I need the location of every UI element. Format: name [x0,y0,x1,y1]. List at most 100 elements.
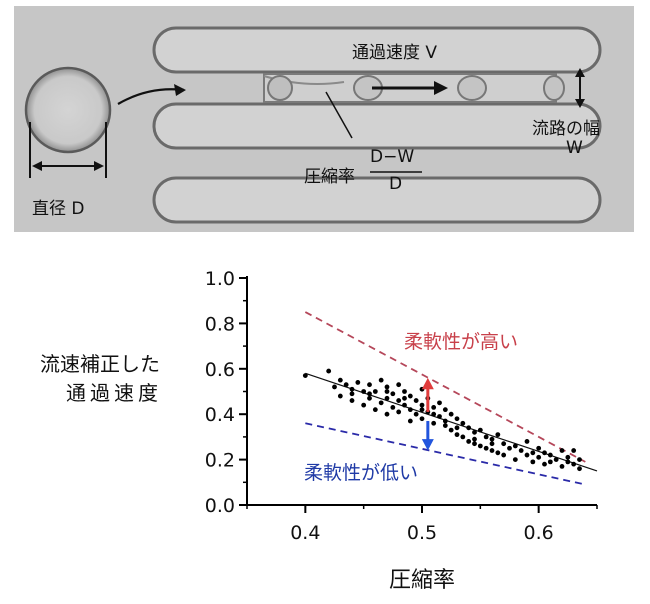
data-point [524,439,530,444]
data-point [372,407,378,413]
x-tick-label: 0.4 [290,522,320,544]
data-point [419,407,425,413]
data-point [489,448,495,453]
fit-line [305,372,598,472]
data-point [396,382,402,388]
data-point [431,411,437,417]
data-point [361,389,367,394]
data-point [530,450,536,456]
data-point [466,439,472,444]
low-flexibility-label: 柔軟性が低い [304,462,418,484]
velocity-label: 通過速度 V [352,43,438,63]
data-point [378,377,384,383]
data-point [396,409,402,415]
data-point [407,418,413,424]
channel-width-label: 流路の幅 [532,119,600,139]
data-point [472,441,477,447]
data-point [483,445,489,451]
compression-denominator: D [389,174,403,194]
y-tick-label: 0.2 [205,450,235,472]
data-point [495,450,501,456]
data-point [390,404,396,410]
data-point [349,398,355,403]
data-point [489,441,495,447]
x-tick-label: 0.5 [407,522,437,544]
data-point [384,384,390,390]
data-point [472,429,477,435]
y-tick-label: 0.8 [205,313,235,335]
data-point [407,393,413,399]
data-point [378,400,384,406]
y-axis-label-line1: 流速補正した [40,352,160,376]
data-point [402,402,407,408]
data-point [384,395,390,401]
x-tick-label: 0.6 [524,522,554,544]
data-point [460,420,466,426]
data-point [372,389,378,394]
upper-bound-line [304,311,586,463]
data-point [332,384,337,390]
data-point [524,452,530,458]
data-point [477,427,483,433]
data-point [577,457,582,462]
data-point [326,368,332,374]
data-point [565,454,571,460]
data-point [431,404,437,410]
data-point [454,425,460,431]
data-point [454,432,460,438]
data-point [343,382,349,388]
micrograph-panel: 通過速度 V 流路の幅 W 圧縮率 D−W D 直径 D [14,6,634,232]
y-tick-label: 0.0 [205,495,235,517]
data-point [501,452,507,458]
data-point [512,457,518,462]
data-point [442,407,448,413]
data-point [437,414,442,419]
data-point [489,436,495,442]
data-point [518,448,524,453]
data-point [402,389,407,394]
data-point [361,402,367,408]
micrograph-image [14,6,634,232]
data-point [495,432,501,438]
data-point [442,423,448,428]
data-point [512,443,518,449]
data-point [507,445,512,451]
down-arrow-head [421,439,434,451]
data-point [419,402,425,408]
data-point [501,441,507,447]
up-arrow-head [421,377,434,390]
data-point [349,391,355,397]
data-point [472,436,477,442]
data-point [349,386,355,392]
data-point [542,450,547,456]
x-axis-label: 圧縮率 [389,568,455,593]
data-point [302,373,308,379]
data-point [337,393,343,399]
data-point [390,391,396,397]
data-point [454,416,460,422]
data-point [553,457,559,462]
data-point [571,461,577,467]
data-point [367,382,372,388]
data-point [542,461,547,467]
data-point [431,420,437,426]
data-point [367,395,372,401]
data-point [466,425,472,431]
data-point [571,448,577,453]
data-point [413,398,419,403]
compression-label: 圧縮率 [304,167,355,187]
high-flexibility-label: 柔軟性が高い [404,331,518,353]
compression-numerator: D−W [370,147,415,167]
data-point [565,459,571,465]
data-point [536,445,542,451]
y-tick-label: 0.4 [205,404,235,426]
y-tick-label: 1.0 [205,268,235,290]
data-point [536,454,542,460]
data-point [547,452,553,458]
data-point [384,389,390,394]
data-point [559,464,565,469]
data-point [407,407,413,413]
data-point [477,443,483,449]
